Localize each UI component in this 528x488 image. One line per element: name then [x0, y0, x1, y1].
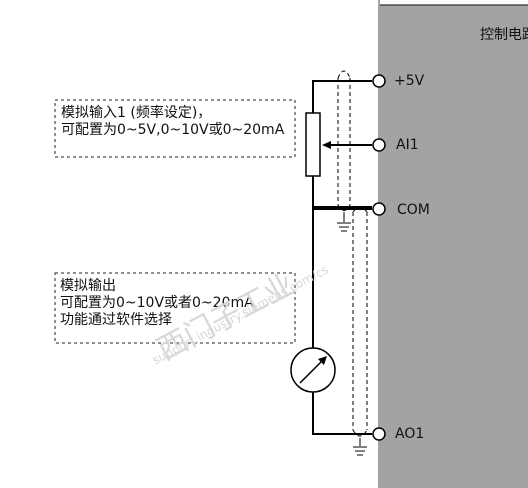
output-note-line: 功能通过软件选择 [60, 312, 172, 328]
output-note-line: 可配置为0~10V或者0~20mA [60, 295, 254, 311]
control-panel [378, 0, 528, 488]
ground-symbol-input [337, 212, 351, 232]
input-note: 模拟输入1 (频率设定)， 可配置为0~5V,0~10V或0~20mA [61, 105, 284, 139]
ground-symbol-output [353, 438, 367, 456]
terminal-com [372, 202, 386, 216]
output-note-box [54, 272, 296, 344]
input-shield [337, 70, 351, 211]
label-com: COM [397, 202, 430, 218]
label-ai1: AI1 [396, 137, 419, 153]
output-note-line: 模拟输出 [60, 278, 116, 294]
label-5v: +5V [394, 73, 425, 89]
output-note: 模拟输出 可配置为0~10V或者0~20mA 功能通过软件选择 [60, 278, 254, 329]
terminal-ao1 [372, 427, 386, 441]
panel-title: 控制电路 [480, 27, 528, 43]
input-note-line: 模拟输入1 (频率设定)， [61, 105, 212, 121]
terminal-5v [372, 74, 386, 88]
label-ao1: AO1 [395, 426, 425, 442]
input-note-line: 可配置为0~5V,0~10V或0~20mA [61, 122, 285, 138]
wiper-arrow [322, 141, 331, 149]
input-wiring [312, 80, 372, 208]
meter-icon [290, 347, 336, 393]
panel-top-gap [380, 0, 528, 5]
terminal-ai1 [372, 138, 386, 152]
output-shield [352, 207, 368, 437]
potentiometer [305, 112, 321, 177]
input-note-box [54, 99, 296, 158]
output-wiring [312, 208, 372, 435]
